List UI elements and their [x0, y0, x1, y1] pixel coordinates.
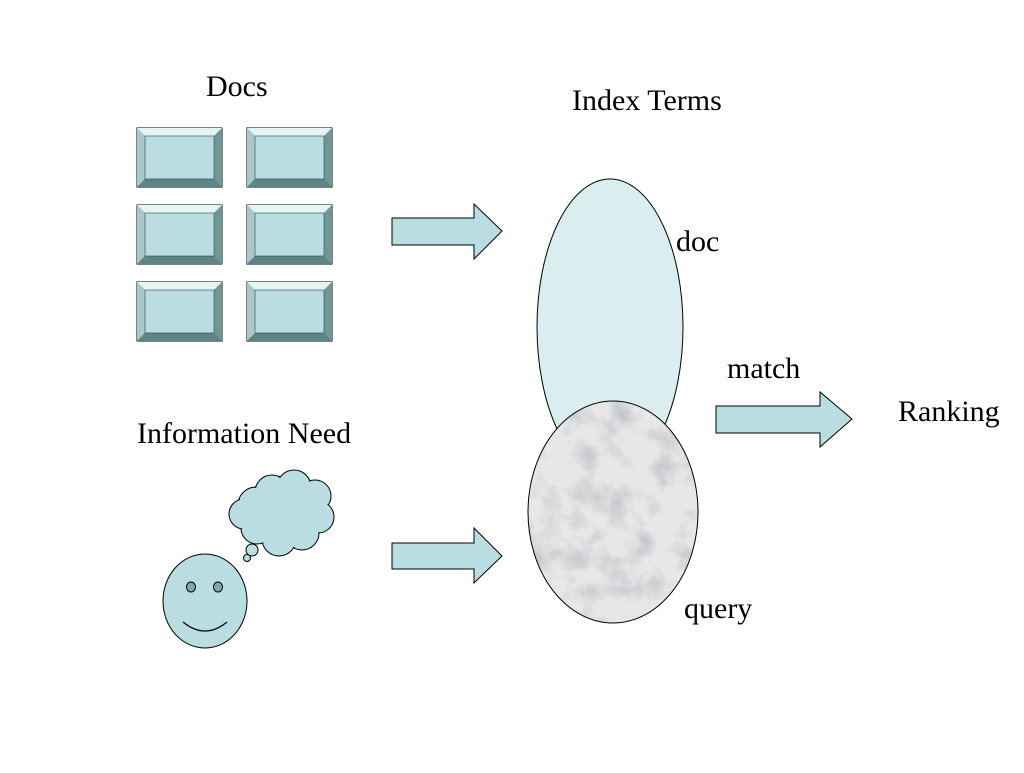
docs-to-index-arrow [391, 202, 503, 261]
thought-cloud-icon [228, 469, 335, 562]
need-to-query-arrow [391, 526, 503, 585]
document-tile-1 [136, 127, 223, 188]
document-grid [136, 127, 333, 342]
index-terms-label: Index Terms [572, 84, 722, 117]
query-label: query [684, 592, 753, 625]
docs-label: Docs [206, 70, 268, 103]
doc-label: doc [676, 225, 720, 258]
query-representation-ellipse [527, 400, 699, 624]
document-tile-3 [136, 204, 223, 265]
document-tile-4 [246, 204, 333, 265]
document-tile-5 [136, 281, 223, 342]
document-tile-2 [246, 127, 333, 188]
information-need-label: Information Need [137, 417, 352, 450]
smiley-face-icon [162, 553, 248, 649]
ranking-label: Ranking [898, 395, 1000, 428]
document-tile-6 [246, 281, 333, 342]
match-to-ranking-arrow [715, 390, 853, 449]
match-label: match [727, 352, 801, 385]
